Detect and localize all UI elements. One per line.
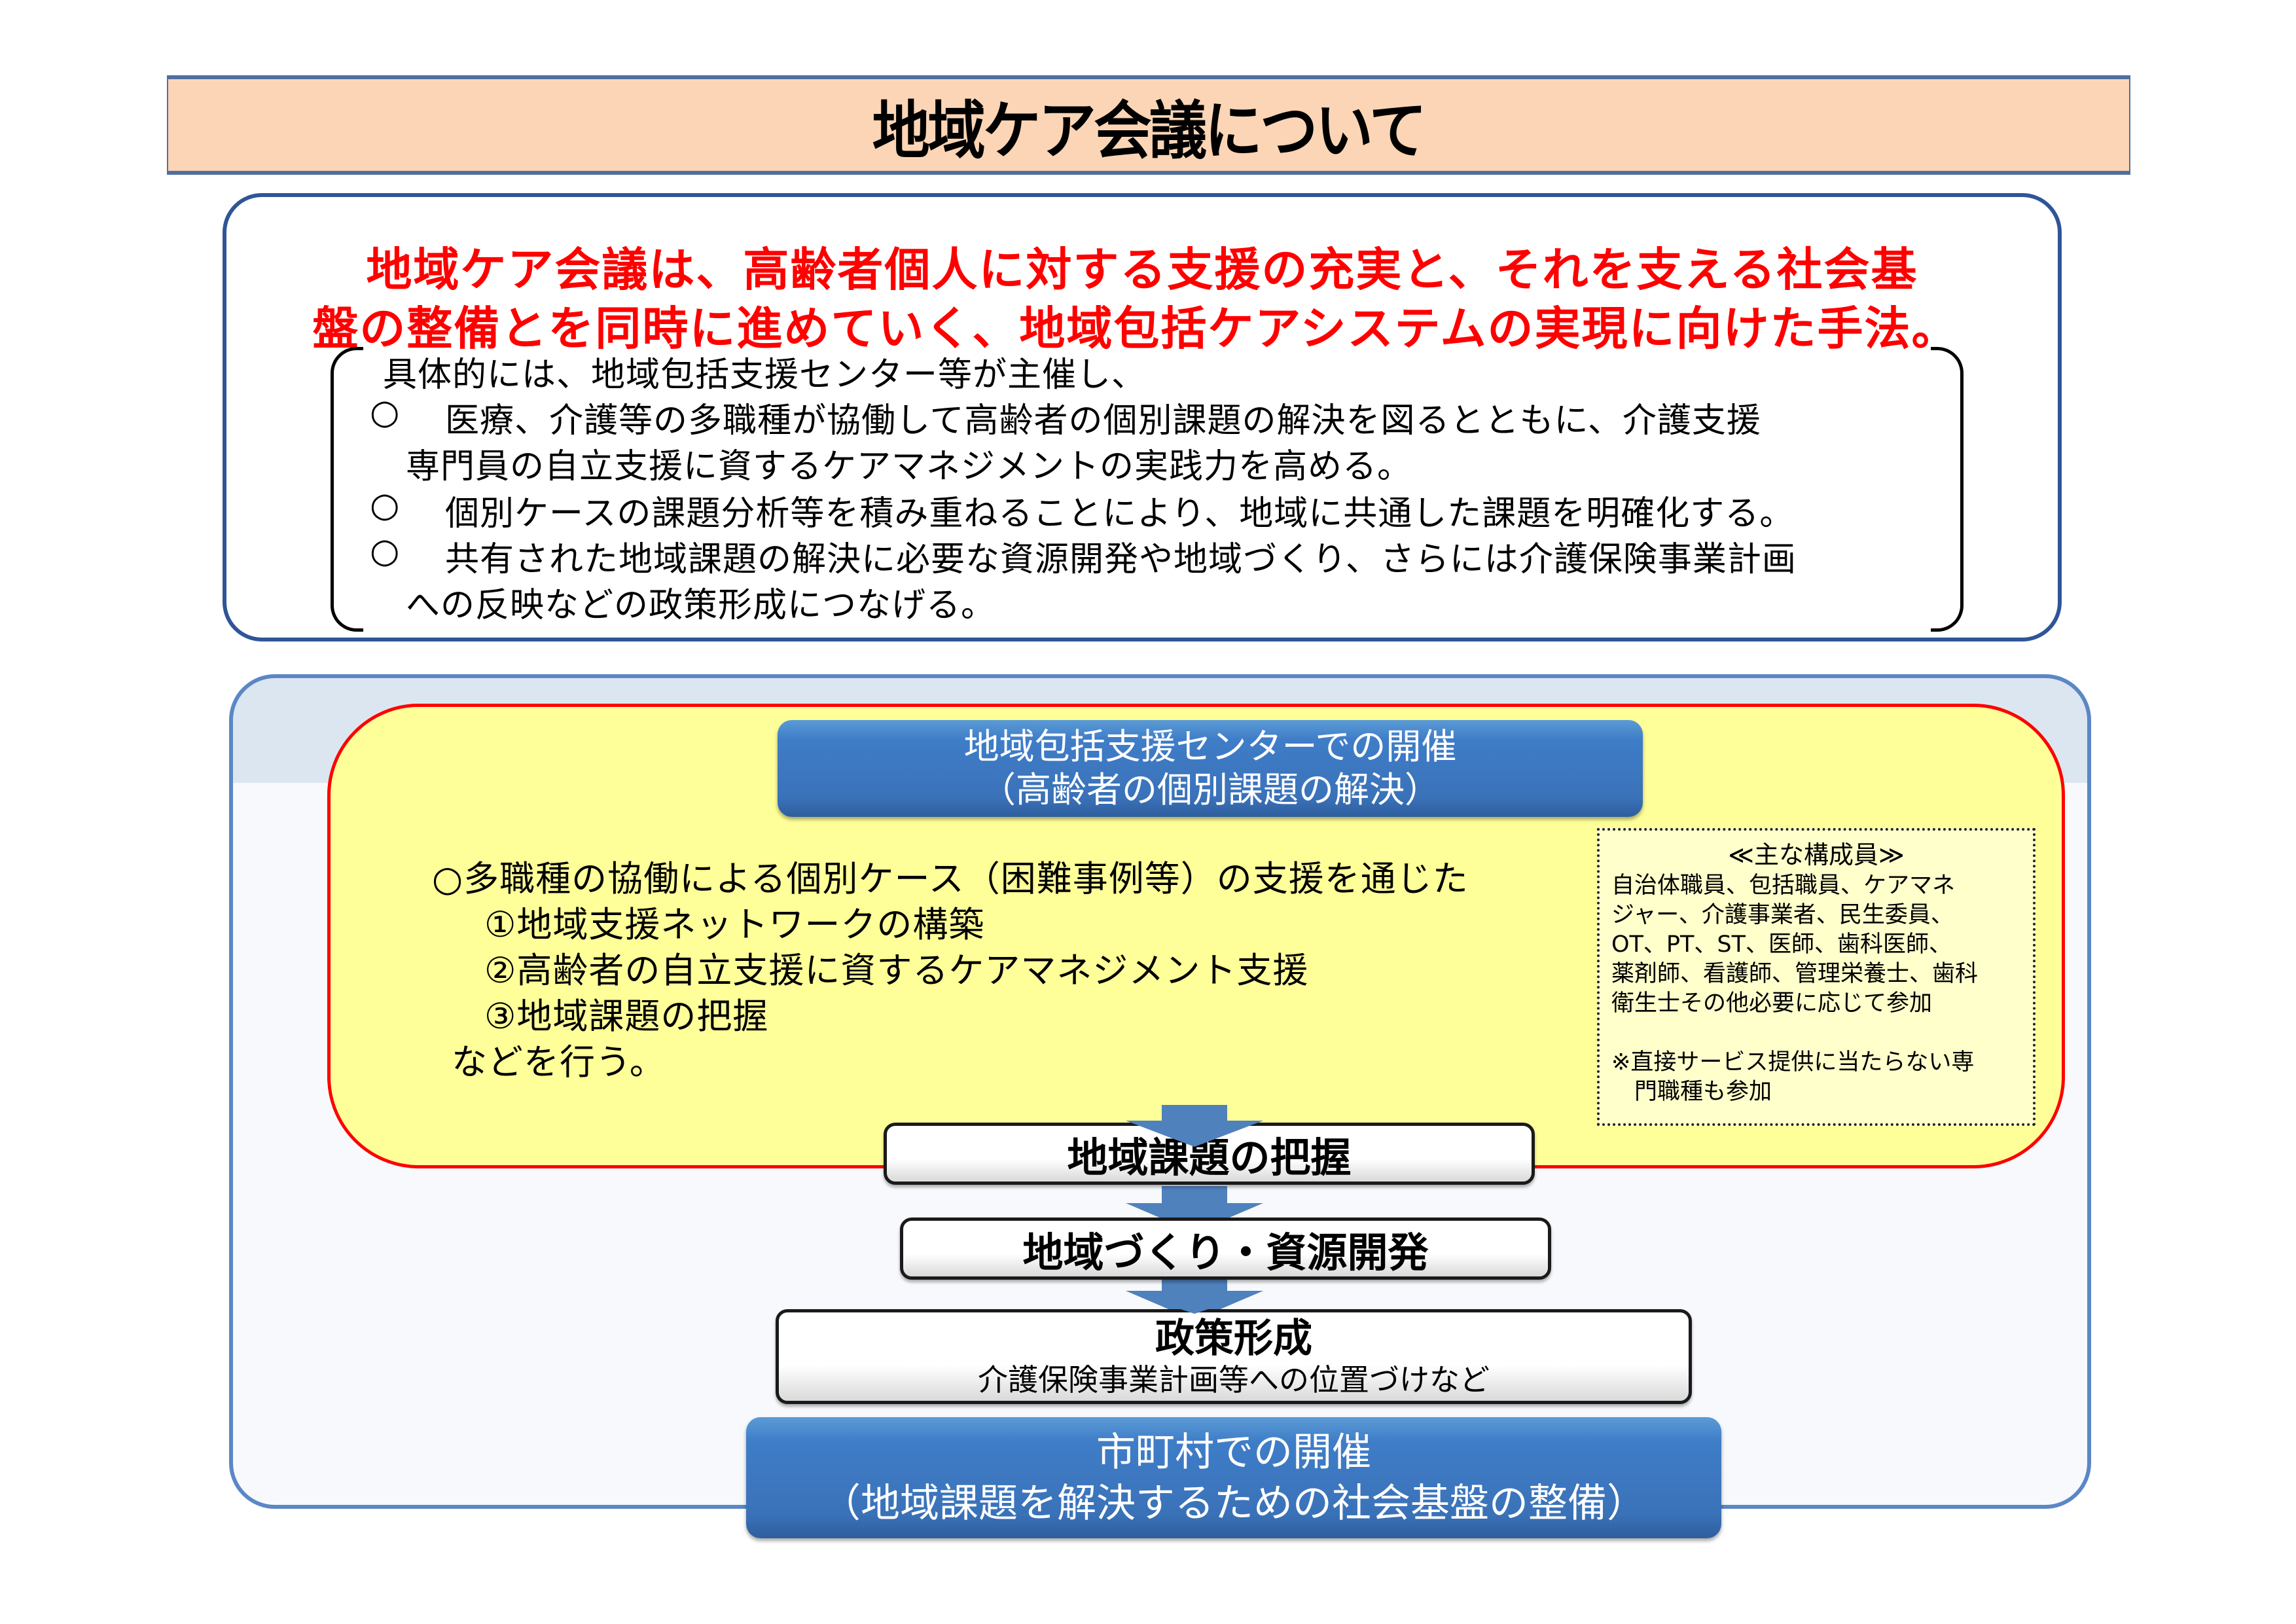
step-2-title: 地域づくり・資源開発 bbox=[1022, 1228, 1429, 1276]
members-line: 衛生士その他必要に応じて参加 bbox=[1611, 990, 1933, 1017]
left-bracket bbox=[331, 347, 363, 632]
step-3-subtitle: 介護保険事業計画等への位置づけなど bbox=[978, 1362, 1490, 1398]
bullet-marker-3: ○ bbox=[370, 532, 401, 571]
center-body-tail: などを行う。 bbox=[452, 1041, 666, 1083]
title-banner: 地域ケア会議について bbox=[167, 75, 2130, 175]
members-title: ≪主な構成員≫ bbox=[1728, 840, 1905, 869]
center-body-lead: ○多職種の協働による個別ケース（困難事例等）の支援を通じた bbox=[432, 858, 1469, 899]
step-policy-formation: 政策形成 介護保険事業計画等への位置づけなど bbox=[776, 1309, 1692, 1404]
bullet-1-line-1: 医療、介護等の多職種が協働して高齢者の個別課題の解決を図るとともに、介護支援 bbox=[445, 401, 1761, 441]
members-line: ジャー、介護事業者、民生委員、 bbox=[1611, 902, 1954, 928]
page-title: 地域ケア会議について bbox=[872, 94, 1427, 168]
regional-center-header-line-2: （高齢者の個別課題の解決） bbox=[980, 769, 1440, 810]
center-body-item-3: ③地域課題の把握 bbox=[484, 996, 769, 1037]
bullet-marker-1: ○ bbox=[370, 393, 401, 432]
center-body-item-2: ②高齢者の自立支援に資するケアマネジメント支援 bbox=[484, 950, 1309, 991]
step-3-title: 政策形成 bbox=[1155, 1315, 1312, 1362]
regional-center-header: 地域包括支援センターでの開催 （高齢者の個別課題の解決） bbox=[778, 720, 1643, 817]
members-box: ≪主な構成員≫ 自治体職員、包括職員、ケアマネ ジャー、介護事業者、民生委員、 … bbox=[1597, 828, 2036, 1126]
bullet-3-line-2: への反映などの政策形成につなげる。 bbox=[406, 586, 996, 625]
right-bracket bbox=[1931, 347, 1964, 632]
bullet-1-line-2: 専門員の自立支援に資するケアマネジメントの実践力を高める。 bbox=[406, 447, 1412, 486]
step-community-resource-development: 地域づくり・資源開発 bbox=[900, 1218, 1551, 1280]
headline-line-1: 地域ケア会議は、高齢者個人に対する支援の充実と、それを支える社会基 bbox=[366, 243, 1918, 297]
center-body-item-1: ①地域支援ネットワークの構築 bbox=[484, 904, 985, 945]
members-line: OT、PT、ST、医師、歯科医師、 bbox=[1611, 931, 1952, 958]
bullet-marker-2: ○ bbox=[370, 486, 401, 525]
arrow-overlay-icon bbox=[1126, 1121, 1263, 1147]
headline-line-2: 盤の整備とを同時に進めていく、地域包括ケアシステムの実現に向けた手法。 bbox=[312, 302, 1959, 355]
definition-box: 地域ケア会議は、高齢者個人に対する支援の充実と、それを支える社会基 盤の整備とを… bbox=[223, 193, 2062, 641]
members-note-line-2: 門職種も参加 bbox=[1611, 1079, 1772, 1105]
municipality-header: 市町村での開催 （地域課題を解決するための社会基盤の整備） bbox=[746, 1417, 1721, 1538]
definition-intro: 具体的には、地域包括支援センター等が主催し、 bbox=[383, 355, 1147, 395]
regional-center-header-line-1: 地域包括支援センターでの開催 bbox=[963, 726, 1457, 767]
municipality-header-line-2: （地域課題を解決するための社会基盤の整備） bbox=[821, 1480, 1646, 1526]
municipality-header-line-1: 市町村での開催 bbox=[1096, 1429, 1371, 1475]
members-line: 薬剤師、看護師、管理栄養士、歯科 bbox=[1611, 961, 1979, 987]
arrow-overlay-icon bbox=[1126, 1291, 1263, 1314]
bullet-2-line-1: 個別ケースの課題分析等を積み重ねることにより、地域に共通した課題を明確化する。 bbox=[445, 494, 1795, 533]
members-line: 自治体職員、包括職員、ケアマネ bbox=[1611, 873, 1956, 899]
members-note-line-1: ※直接サービス提供に当たらない専 bbox=[1611, 1049, 1975, 1075]
bullet-3-line-1: 共有された地域課題の解決に必要な資源開発や地域づくり、さらには介護保険事業計画 bbox=[445, 540, 1797, 579]
